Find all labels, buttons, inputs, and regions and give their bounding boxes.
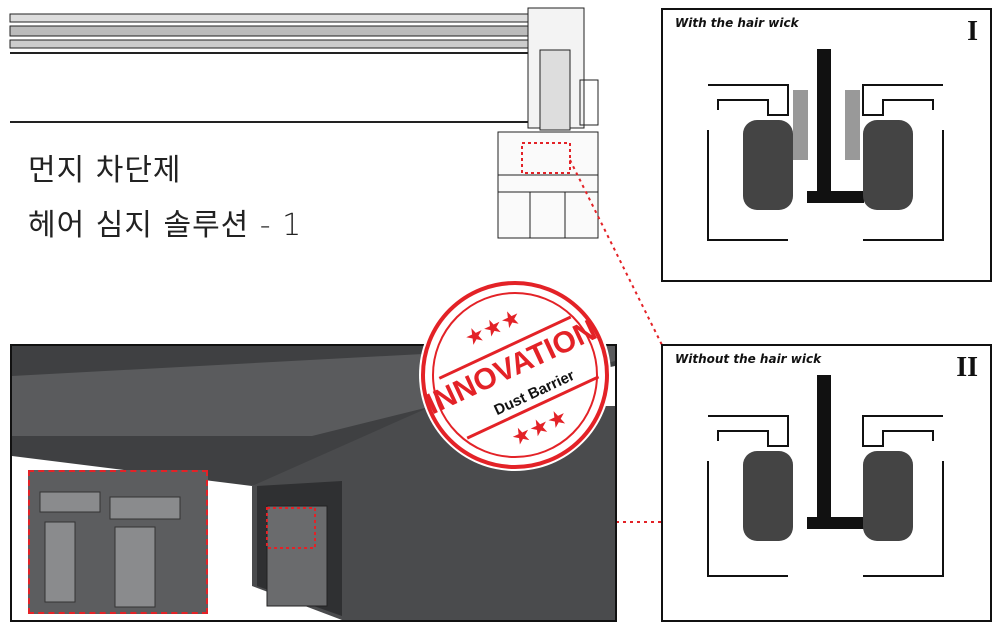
cross-section-drawing [707, 49, 944, 241]
panel-without-hair-wick: Without the hair wick II [661, 344, 992, 622]
detail-highlight-top [521, 142, 571, 174]
panel-caption: With the hair wick [675, 16, 799, 30]
panel-numeral: I [967, 16, 978, 47]
panel-numeral: II [956, 352, 978, 383]
detail-inset [28, 470, 208, 614]
cross-section-drawing [707, 375, 944, 577]
title-line-2: 헤어 심지 솔루션 - 1 [28, 208, 303, 243]
panel-caption: Without the hair wick [675, 352, 822, 366]
title-line-1: 먼지 차단제 [28, 153, 182, 188]
panel-with-hair-wick: With the hair wick I [661, 8, 992, 282]
